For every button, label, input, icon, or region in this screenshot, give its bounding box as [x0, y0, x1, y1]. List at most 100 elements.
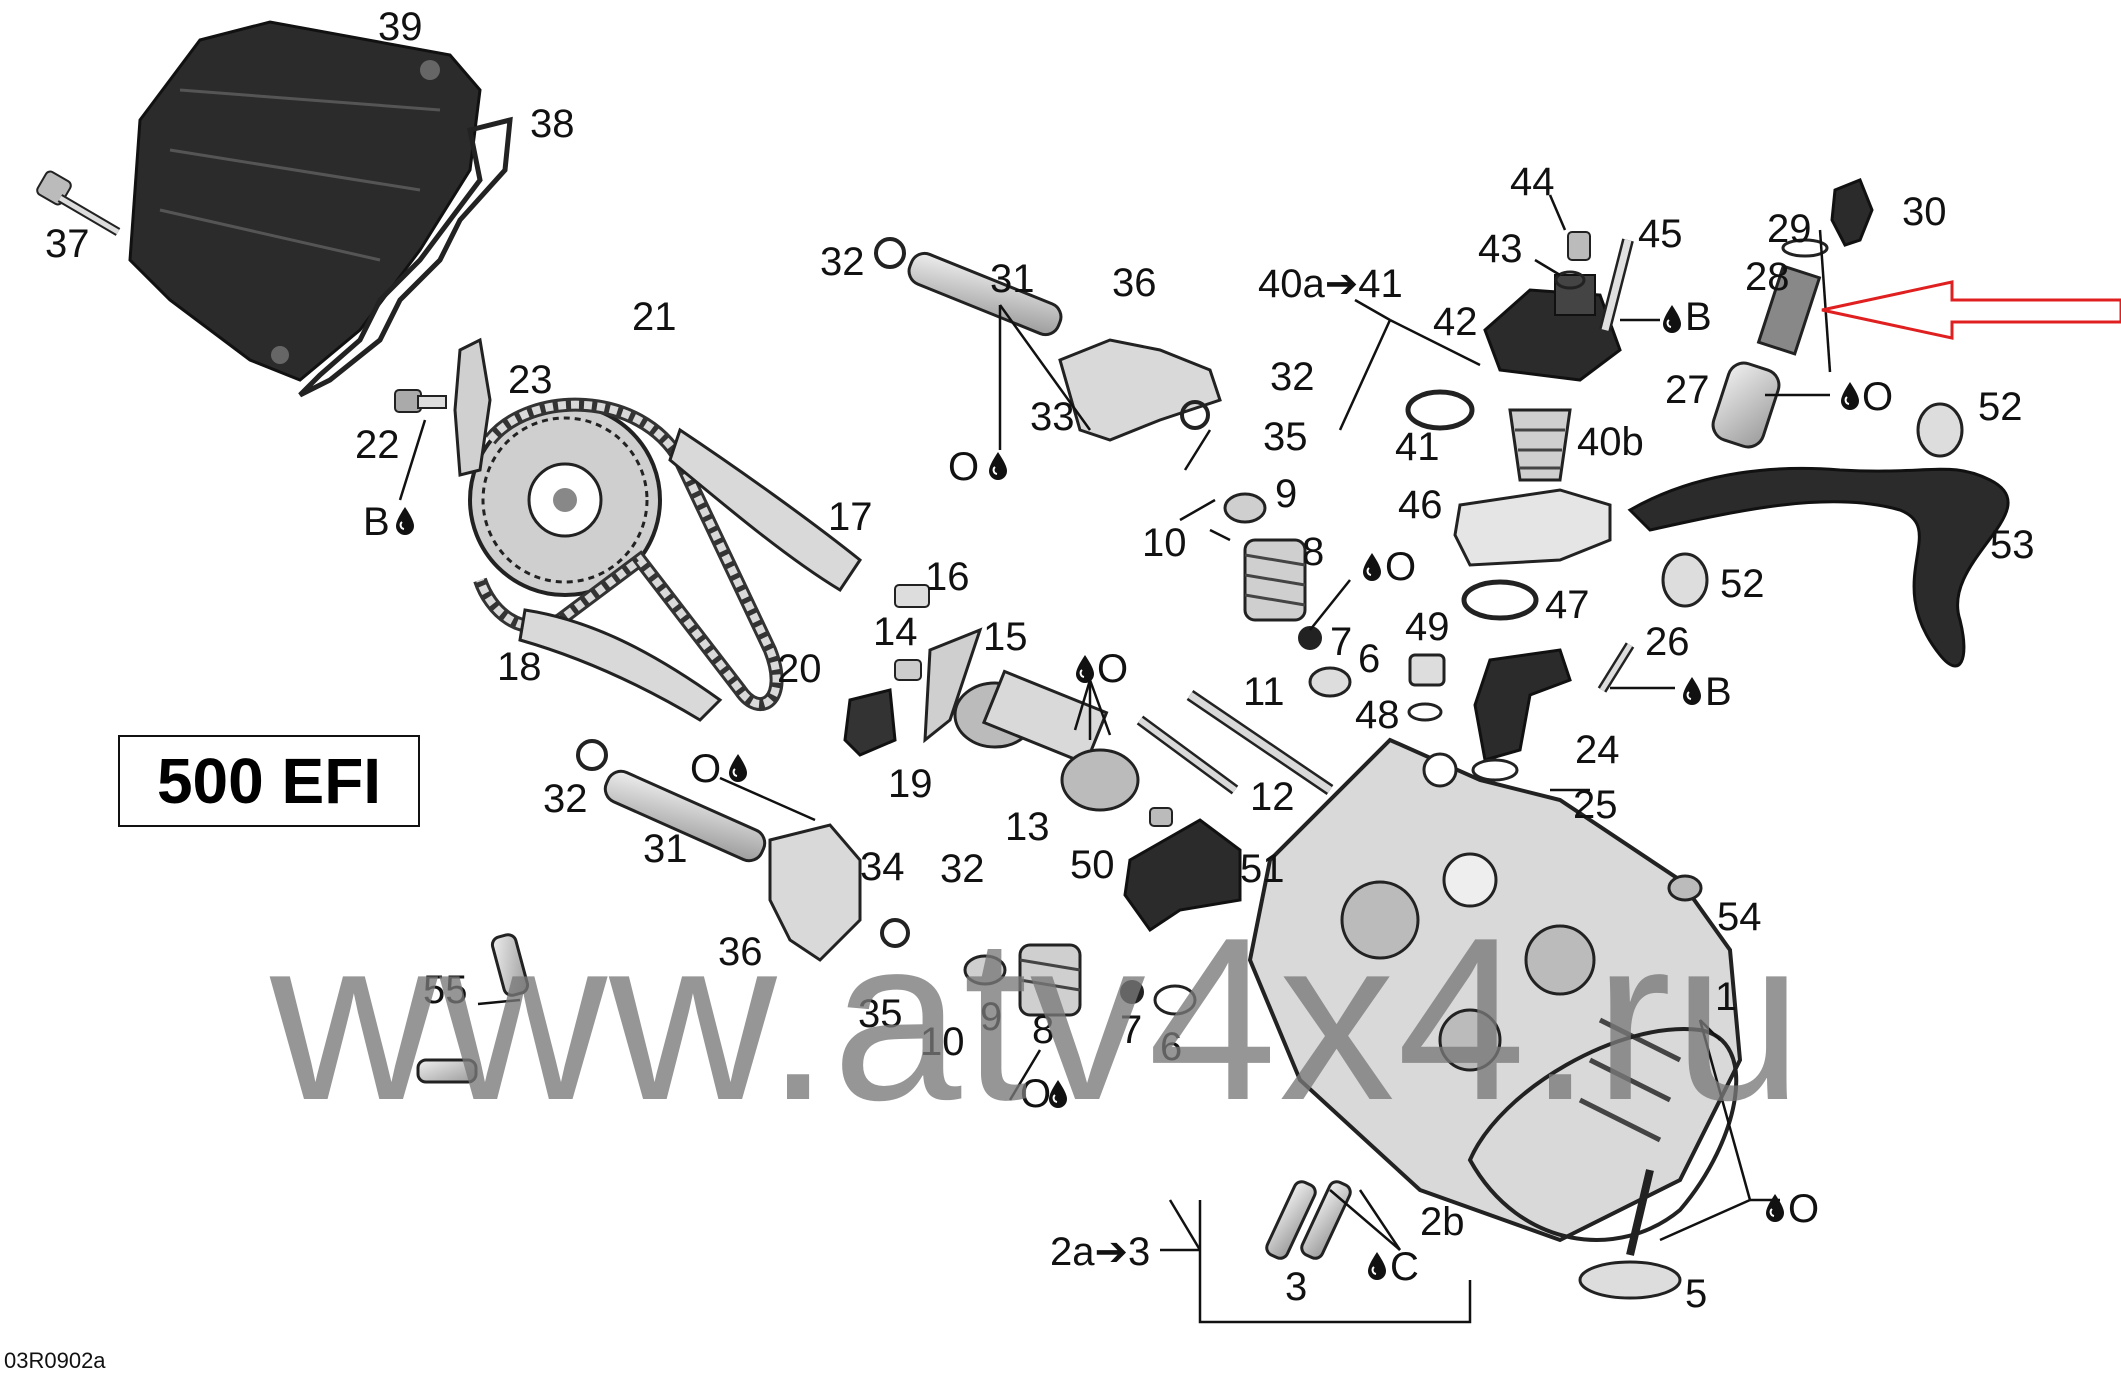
callout-49: 49: [1405, 605, 1450, 649]
rocker-arm-lower-part: [768, 823, 862, 962]
callout-17: 17: [828, 495, 873, 539]
chain-guide-part: [668, 427, 863, 593]
cam-sprocket-part: [468, 403, 662, 597]
callout-B: B: [1705, 670, 1732, 714]
callout-52: 52: [1720, 562, 1765, 606]
valve-spring-upper-part: [1243, 538, 1307, 622]
callout-B: B: [1685, 295, 1712, 339]
valve-cover-gasket-part: [298, 116, 513, 398]
dowel-55b-part: [416, 1058, 478, 1084]
o-ring-lower-part: [576, 739, 608, 771]
callout-B: B: [363, 500, 390, 544]
callout-32: 32: [940, 847, 985, 891]
valve-seal-lower-part: [1120, 980, 1144, 1004]
rocker-arm-upper-part: [1058, 338, 1222, 442]
callout-31: 31: [643, 827, 688, 871]
head-nut-part: [1667, 874, 1703, 902]
callout-O: O: [690, 747, 721, 791]
valve-spring-lower-part: [1018, 943, 1082, 1017]
valve-part: [1578, 1169, 1682, 1300]
callout-44: 44: [1510, 160, 1555, 204]
dowel-55-part: [490, 933, 530, 997]
callout-23: 23: [508, 358, 553, 402]
head-gasket-part: [1467, 1027, 1739, 1242]
callout-11: 11: [1243, 670, 1285, 714]
callout-26: 26: [1645, 620, 1690, 664]
callout-48: 48: [1355, 693, 1400, 737]
callout-36: 36: [1112, 261, 1157, 305]
callout-7: 7: [1120, 1008, 1142, 1052]
model-label: 500 EFI: [156, 745, 382, 817]
callout-O: O: [1020, 1072, 1051, 1116]
filter-screen-part: [1756, 264, 1822, 356]
valve-guide-part: [1265, 1180, 1317, 1260]
callout-34: 34: [860, 845, 905, 889]
callout-2b: 2b: [1420, 1200, 1465, 1244]
callout-O: O: [948, 445, 979, 489]
callout-O: O: [1862, 375, 1893, 419]
callout-52: 52: [1978, 385, 2023, 429]
decomp-lever-part: [843, 688, 897, 757]
callout-22: 22: [355, 423, 400, 467]
callout-41: 41: [1395, 425, 1440, 469]
washer-lower-part: [1153, 984, 1197, 1016]
callout-33: 33: [1030, 395, 1075, 439]
callout-42: 42: [1433, 300, 1478, 344]
callout-31: 31: [990, 257, 1035, 301]
callout-10: 10: [920, 1020, 965, 1064]
callout-25: 25: [1573, 783, 1618, 827]
plug-washer-part: [1407, 702, 1443, 722]
valve-seal-upper-part: [1298, 626, 1322, 650]
callout-9: 9: [980, 995, 1002, 1039]
cam-retainer-part: [923, 627, 983, 744]
callout-6: 6: [1160, 1025, 1182, 1069]
spring-retainer-upper-part: [1223, 492, 1267, 524]
callout-1: 1: [1715, 975, 1737, 1019]
housing-bolt-part: [1567, 231, 1591, 261]
sensor-sleeve-part: [1711, 361, 1781, 449]
callout-32: 32: [1270, 355, 1315, 399]
callout-40a-41: 40a➔41: [1258, 262, 1403, 306]
callout-51: 51: [1240, 847, 1285, 891]
red-hollow-arrow-icon: [1821, 280, 2121, 340]
callout-8: 8: [1032, 1008, 1054, 1052]
callout-47: 47: [1545, 583, 1590, 627]
callout-2a-3: 2a➔3: [1050, 1230, 1150, 1274]
callout-12: 12: [1250, 775, 1295, 819]
callout-32: 32: [820, 240, 865, 284]
callout-32: 32: [543, 777, 588, 821]
callout-38: 38: [530, 102, 575, 146]
spring-retainer-lower-part: [963, 954, 1007, 986]
callout-8: 8: [1302, 530, 1324, 574]
oil-pressure-switch-part: [1830, 178, 1874, 247]
callout-9: 9: [1275, 472, 1297, 516]
thermostat-o-ring-part: [1405, 389, 1475, 431]
callout-16: 16: [925, 555, 970, 599]
outlet-o-ring-part: [1461, 579, 1539, 621]
leader-lines: [398, 194, 1832, 1324]
callout-46: 46: [1398, 483, 1443, 527]
callout-19: 19: [888, 762, 933, 806]
bolt-14-part: [894, 659, 922, 681]
callout-45: 45: [1638, 212, 1683, 256]
callout-39: 39: [378, 5, 423, 49]
callout-40b: 40b: [1577, 420, 1644, 464]
callout-13: 13: [1005, 805, 1050, 849]
chain-guide-bracket-part: [453, 337, 492, 477]
cover-bolt-part: [36, 170, 121, 236]
callout-27: 27: [1665, 368, 1710, 412]
camshaft-part: [953, 669, 1140, 812]
cylinder-head-part: [1247, 737, 1743, 1243]
callout-14: 14: [873, 610, 918, 654]
washer-upper-part: [1308, 666, 1352, 698]
callout-O: O: [1385, 545, 1416, 589]
callout-21: 21: [632, 295, 677, 339]
tensioner-gasket-part: [1471, 758, 1519, 782]
plug-part: [1408, 653, 1446, 687]
callout-55: 55: [423, 968, 468, 1012]
rocker-shaft-lower-part: [603, 769, 767, 863]
watermark-text: www.atv4x4.ru: [270, 890, 1805, 1149]
valve-cover-part: [128, 20, 482, 382]
timing-tensioner-part: [1473, 648, 1572, 762]
callout-O: O: [1097, 647, 1128, 691]
